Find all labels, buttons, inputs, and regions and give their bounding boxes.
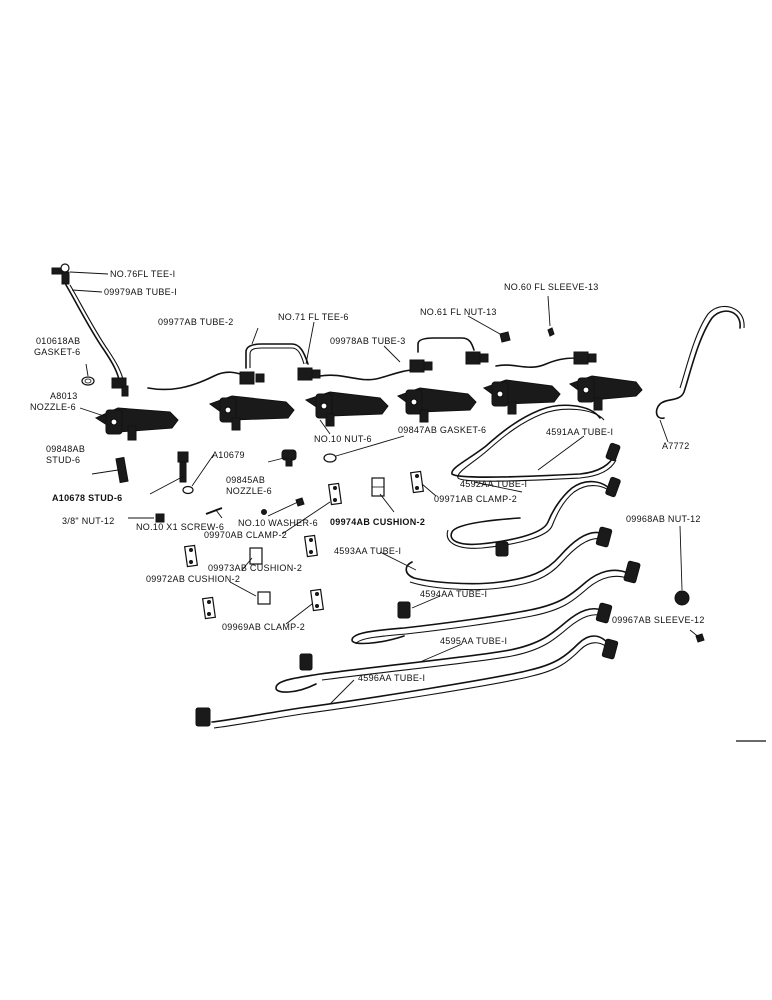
- gasket-ring-09847-icon: [323, 453, 337, 463]
- clamp-09969ab-b-icon: [309, 588, 325, 612]
- tee-fitting-icon: [51, 263, 70, 285]
- tube-09977ab-lower-drawing: [147, 371, 247, 391]
- cushion-09972ab-icon: [257, 591, 271, 605]
- sleeve-60-icon: [547, 327, 555, 337]
- label-clamp-09971: 09971AB CLAMP-2: [434, 494, 517, 504]
- clamp-09970ab-b-icon: [303, 534, 319, 558]
- label-nut-61: NO.61 FL NUT-13: [420, 307, 497, 317]
- nut-38-icon: [155, 513, 165, 523]
- label-tee-71: NO.71 FL TEE-6: [278, 312, 349, 322]
- cushion-09974ab-icon: [371, 477, 385, 497]
- tube-09979ab-drawing: [65, 284, 121, 385]
- fitting-4592-end-icon: [495, 541, 509, 557]
- label-tube-09979: 09979AB TUBE-I: [104, 287, 177, 297]
- fitting-4593-icon: [595, 526, 613, 548]
- stud-09848ab-icon: [115, 456, 129, 484]
- label-tube-4592: 4592AA TUBE-I: [460, 479, 527, 489]
- nozzle-5-icon: [482, 379, 561, 415]
- tee-71-icon-d: [465, 351, 489, 365]
- label-screw-no10: NO.10 X1 SCREW-6: [136, 522, 224, 532]
- nozzle-1-icon: [94, 407, 179, 441]
- tee-71-icon-a: [239, 371, 265, 385]
- label-a7772: A7772: [662, 441, 690, 451]
- tee-71-icon-b: [297, 367, 321, 381]
- nut-09968ab-icon: [674, 590, 690, 606]
- clamp-09970ab-a-icon: [327, 482, 343, 506]
- tube-09978ab-drawing: [319, 369, 415, 381]
- tube-4595aa-drawing: [275, 607, 607, 693]
- label-tube-4595: 4595AA TUBE-I: [440, 636, 507, 646]
- fitting-4591-icon: [605, 442, 621, 462]
- label-nut-09968: 09968AB NUT-12: [626, 514, 701, 524]
- label-nozzle-09845-name: NOZZLE-6: [226, 486, 272, 496]
- label-nut-38: 3/8" NUT-12: [62, 516, 115, 526]
- tube-4594aa-drawing: [351, 569, 631, 645]
- washer-no10-icon: [261, 509, 267, 515]
- label-a10679: A10679: [212, 450, 245, 460]
- nut-no10-icon: [295, 497, 305, 507]
- label-nozzle-a8013-name: NOZZLE-6: [30, 402, 76, 412]
- fitting-4596-end-icon: [195, 707, 211, 727]
- tube-4592aa-drawing: [450, 480, 613, 546]
- label-stud-09848-part: 09848AB: [46, 444, 85, 454]
- clamp-09971ab-icon: [409, 470, 425, 494]
- label-washer-no10: NO.10 WASHER-6: [238, 518, 318, 528]
- label-clamp-09969: 09969AB CLAMP-2: [222, 622, 305, 632]
- label-tube-4594: 4594AA TUBE-I: [420, 589, 487, 599]
- clamp-09973-side-icon: [183, 544, 199, 568]
- tee-fitting-small-icon: [111, 377, 129, 397]
- fitting-4595-icon: [595, 602, 613, 624]
- nozzle-4-icon: [396, 387, 477, 423]
- tee-71-icon-c: [409, 359, 433, 373]
- tube-09977ab-drawing: [245, 343, 309, 369]
- nozzle-6-icon: [568, 375, 643, 411]
- tee-71-icon-e: [573, 351, 597, 365]
- tube-4593aa-drawing: [405, 531, 605, 585]
- label-sleeve-60: NO.60 FL SLEEVE-13: [504, 282, 599, 292]
- nut-61-icon: [499, 331, 511, 343]
- washer-a10679-icon: [182, 485, 194, 495]
- label-stud-09848-name: STUD-6: [46, 455, 80, 465]
- fitting-4592-icon: [605, 476, 621, 498]
- label-tube-09978: 09978AB TUBE-3: [330, 336, 406, 346]
- label-nozzle-09845-part: 09845AB: [226, 475, 265, 485]
- label-cushion-09973: 09973AB CUSHION-2: [208, 563, 302, 573]
- nozzle-2-icon: [208, 395, 295, 431]
- hook-a7772-drawing: [655, 310, 741, 420]
- fitting-4594-icon: [623, 560, 641, 584]
- label-sleeve-09967: 09967AB SLEEVE-12: [612, 615, 705, 625]
- clamp-09969ab-a-icon: [201, 596, 217, 620]
- tube-4596aa-drawing: [211, 635, 611, 723]
- label-gasket-09847: 09847AB GASKET-6: [398, 425, 486, 435]
- tube-4591aa-drawing: [451, 404, 615, 478]
- stud-a10678-icon: [177, 451, 189, 483]
- label-cushion-09972: 09972AB CUSHION-2: [146, 574, 240, 584]
- label-gasket-010618-name: GASKET-6: [34, 347, 80, 357]
- fitting-4595-end-icon: [299, 653, 313, 671]
- leader-lines: [69, 271, 701, 705]
- screw-icon: [205, 507, 223, 515]
- label-stud-a10678: A10678 STUD-6: [52, 493, 122, 503]
- cushion-09973ab-icon: [249, 547, 263, 565]
- label-tube-09977: 09977AB TUBE-2: [158, 317, 234, 327]
- label-clamp-09970: 09970AB CLAMP-2: [204, 530, 287, 540]
- gasket-ring-icon: [81, 376, 95, 386]
- label-tube-4591: 4591AA TUBE-I: [546, 427, 613, 437]
- label-tee-76: NO.76FL TEE-I: [110, 269, 175, 279]
- fitting-4596-icon: [601, 638, 619, 660]
- fitting-4594-end-icon: [397, 601, 411, 619]
- label-gasket-010618-part: 010618AB: [36, 336, 80, 346]
- label-nut-no10: NO.10 NUT-6: [314, 434, 372, 444]
- nozzle-3-icon: [304, 391, 389, 427]
- nozzle-09845ab-icon: [281, 449, 297, 467]
- label-tube-4593: 4593AA TUBE-I: [334, 546, 401, 556]
- label-cushion-09974: 09974AB CUSHION-2: [330, 517, 425, 527]
- label-tube-4596: 4596AA TUBE-I: [358, 673, 425, 683]
- label-nozzle-a8013-part: A8013: [50, 391, 78, 401]
